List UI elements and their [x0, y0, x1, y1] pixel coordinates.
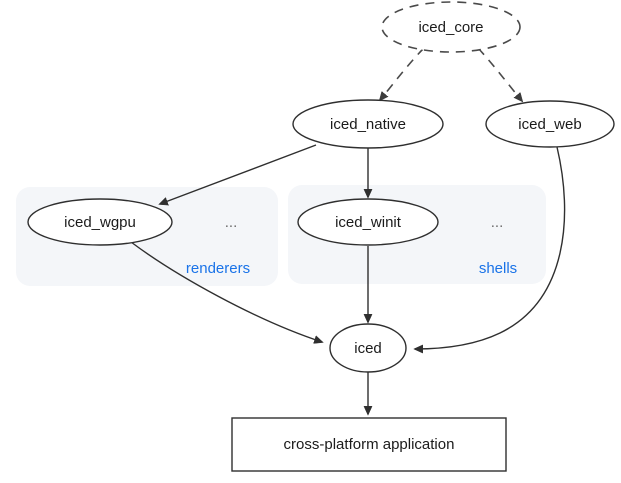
edge-iced-wgpu-to-iced [130, 241, 322, 342]
node-iced-web-shape[interactable] [485, 100, 615, 148]
cluster-renderers-ellipsis: ... [225, 214, 238, 231]
node-iced-web[interactable]: iced_web [485, 100, 615, 148]
node-iced-core-label: iced_core [418, 19, 483, 36]
node-cross-platform-application[interactable]: cross-platform application [231, 417, 507, 472]
node-iced-core-shape[interactable] [381, 1, 521, 53]
node-cross-platform-application-shape[interactable] [231, 417, 507, 472]
node-iced-wgpu[interactable]: iced_wgpu [27, 198, 173, 246]
cluster-renderers-label: renderers [186, 260, 250, 277]
node-iced-core[interactable]: iced_core [381, 1, 521, 53]
node-iced-native[interactable]: iced_native [292, 99, 444, 149]
edge-iced-native-to-iced-wgpu [160, 144, 317, 204]
node-iced-wgpu-shape[interactable] [27, 198, 173, 246]
node-iced-winit[interactable]: iced_winit [297, 198, 439, 246]
node-iced[interactable]: iced [329, 323, 407, 373]
node-iced-native-shape[interactable] [292, 99, 444, 149]
node-iced-winit-shape[interactable] [297, 198, 439, 246]
edge-iced-core-to-iced-web [477, 47, 522, 101]
edge-iced-web-to-iced [415, 146, 566, 349]
cluster-shells-label: shells [479, 260, 517, 277]
edge-iced-core-to-iced-native [380, 47, 425, 100]
node-iced-native-label: iced_native [330, 116, 406, 133]
node-iced-label: iced [354, 340, 382, 357]
node-iced-winit-label: iced_winit [335, 214, 402, 231]
node-iced-wgpu-label: iced_wgpu [64, 214, 136, 231]
node-iced-shape[interactable] [329, 323, 407, 373]
cluster-shells-ellipsis: ... [491, 214, 504, 231]
node-iced-web-label: iced_web [518, 116, 581, 133]
node-cross-platform-application-label: cross-platform application [284, 436, 455, 453]
